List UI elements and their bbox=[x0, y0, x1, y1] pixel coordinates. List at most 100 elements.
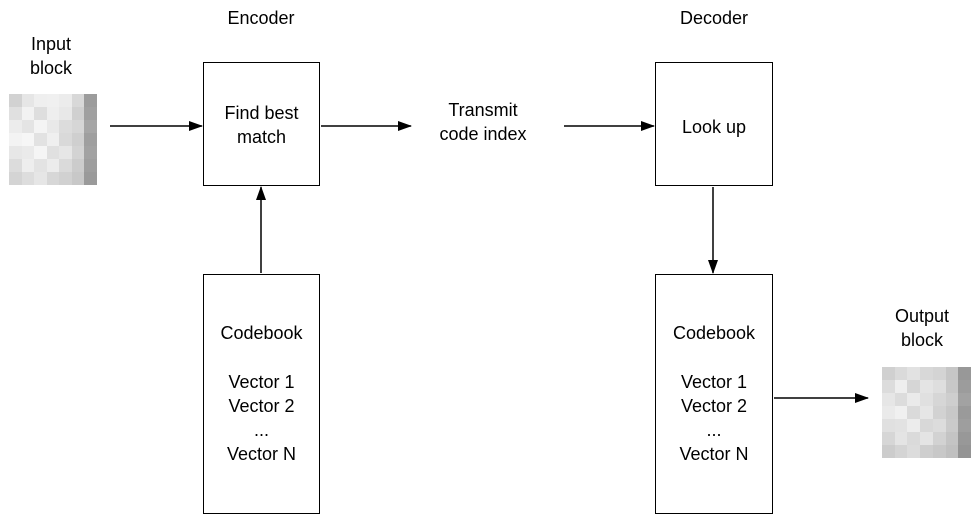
encoder-codebook-box: Codebook Vector 1 Vector 2 ... Vector N bbox=[203, 274, 320, 514]
input-block-pixel bbox=[21, 107, 35, 120]
input-block-pixel bbox=[84, 159, 97, 172]
output-block-pixel bbox=[932, 367, 946, 380]
input-block-label-line1: Input bbox=[30, 34, 72, 54]
output-block-pixel bbox=[894, 445, 908, 458]
find-best-match-box: Find best match bbox=[203, 62, 320, 186]
encoder-codebook-ellipsis: ... bbox=[253, 420, 269, 440]
output-block-pixel bbox=[907, 393, 921, 406]
output-block-pixel bbox=[932, 393, 946, 406]
input-block-pixel bbox=[34, 146, 47, 159]
input-block-pixel bbox=[84, 120, 97, 133]
input-block-pixel bbox=[84, 107, 97, 120]
output-block-pixel bbox=[907, 380, 921, 393]
output-block-pixel bbox=[894, 432, 908, 445]
input-block-pixel bbox=[46, 159, 60, 172]
find-best-match-line2: match bbox=[236, 127, 287, 147]
output-block-pixel bbox=[920, 445, 933, 458]
output-block-pixel bbox=[945, 367, 959, 380]
output-block-pixel bbox=[907, 445, 921, 458]
output-block-pixel bbox=[932, 380, 946, 393]
transmit-line1: Transmit bbox=[448, 100, 518, 120]
output-block-pixel bbox=[882, 380, 895, 393]
input-block-pixel bbox=[46, 172, 60, 185]
input-block-pixel bbox=[34, 133, 47, 146]
output-block-pixel bbox=[958, 419, 971, 432]
input-block-pixel bbox=[9, 94, 22, 107]
input-block-pixel bbox=[59, 146, 72, 159]
encoder-heading: Encoder bbox=[227, 8, 295, 28]
decoder-heading: Decoder bbox=[679, 8, 749, 28]
output-block-pixel bbox=[920, 406, 933, 419]
output-block-pixel bbox=[882, 432, 895, 445]
output-block-pixel bbox=[958, 393, 971, 406]
input-block-pixel bbox=[9, 107, 22, 120]
input-block-pixel bbox=[59, 120, 72, 133]
encoder-codebook-title: Codebook bbox=[220, 323, 303, 343]
output-block-pixel bbox=[907, 406, 921, 419]
decoder-codebook-title: Codebook bbox=[672, 323, 756, 343]
output-block-pixel bbox=[907, 432, 921, 445]
input-block-pixel bbox=[46, 146, 60, 159]
input-block-pixel bbox=[21, 159, 35, 172]
output-block-label-line1: Output bbox=[894, 306, 950, 326]
output-block-pixel bbox=[894, 380, 908, 393]
output-block-pixel bbox=[958, 380, 971, 393]
transmit-line2: code index bbox=[439, 124, 527, 144]
output-block-pixel bbox=[945, 406, 959, 419]
input-block-pixel bbox=[71, 172, 85, 185]
transmit-code-index-label: Transmit code index bbox=[418, 98, 548, 146]
input-block-pixel bbox=[21, 146, 35, 159]
output-block-pixel bbox=[958, 406, 971, 419]
output-block-pixel bbox=[920, 432, 933, 445]
input-block-pixel bbox=[84, 94, 97, 107]
output-block-pixel bbox=[894, 367, 908, 380]
input-block-pixel bbox=[34, 159, 47, 172]
output-block-image bbox=[882, 367, 971, 458]
output-block-pixel bbox=[932, 432, 946, 445]
output-block-pixel bbox=[932, 419, 946, 432]
output-block-pixel bbox=[894, 419, 908, 432]
output-block-pixel bbox=[945, 393, 959, 406]
input-block-pixel bbox=[84, 146, 97, 159]
output-block-pixel bbox=[958, 432, 971, 445]
input-block-pixel bbox=[46, 107, 60, 120]
look-up-box: Look up bbox=[655, 62, 773, 186]
output-block-pixel bbox=[882, 393, 895, 406]
input-block-pixel bbox=[46, 133, 60, 146]
input-block-pixel bbox=[9, 120, 22, 133]
look-up-label: Look up bbox=[681, 117, 747, 137]
output-block-pixel bbox=[907, 419, 921, 432]
input-block-pixel bbox=[71, 133, 85, 146]
output-block-pixel bbox=[920, 367, 933, 380]
output-block-pixel bbox=[932, 406, 946, 419]
input-block-pixel bbox=[34, 107, 47, 120]
input-block-pixel bbox=[46, 120, 60, 133]
decoder-codebook-ellipsis: ... bbox=[706, 420, 722, 440]
input-block-pixel bbox=[34, 172, 47, 185]
input-block-pixel bbox=[34, 94, 47, 107]
output-block-pixel bbox=[882, 445, 895, 458]
output-block-pixel bbox=[894, 406, 908, 419]
input-block-pixel bbox=[59, 94, 72, 107]
output-block-pixel bbox=[920, 393, 933, 406]
output-block-pixel bbox=[945, 419, 959, 432]
output-block-pixel bbox=[958, 445, 971, 458]
output-block-label: Output block bbox=[876, 304, 968, 352]
output-block-pixel bbox=[907, 367, 921, 380]
output-block-pixel bbox=[945, 445, 959, 458]
decoder-codebook-vector-1: Vector 1 bbox=[680, 372, 748, 392]
output-block-pixel bbox=[920, 380, 933, 393]
decoder-codebook-box: Codebook Vector 1 Vector 2 ... Vector N bbox=[655, 274, 773, 514]
input-block-pixel bbox=[21, 94, 35, 107]
input-block-pixel bbox=[9, 146, 22, 159]
input-block-label-line2: block bbox=[29, 58, 73, 78]
output-block-pixel bbox=[945, 380, 959, 393]
output-block-pixel bbox=[882, 419, 895, 432]
input-block-pixel bbox=[71, 146, 85, 159]
input-block-image bbox=[9, 94, 97, 185]
input-block-pixel bbox=[59, 133, 72, 146]
output-block-pixel bbox=[894, 393, 908, 406]
output-block-pixel bbox=[882, 367, 895, 380]
input-block-pixel bbox=[46, 94, 60, 107]
